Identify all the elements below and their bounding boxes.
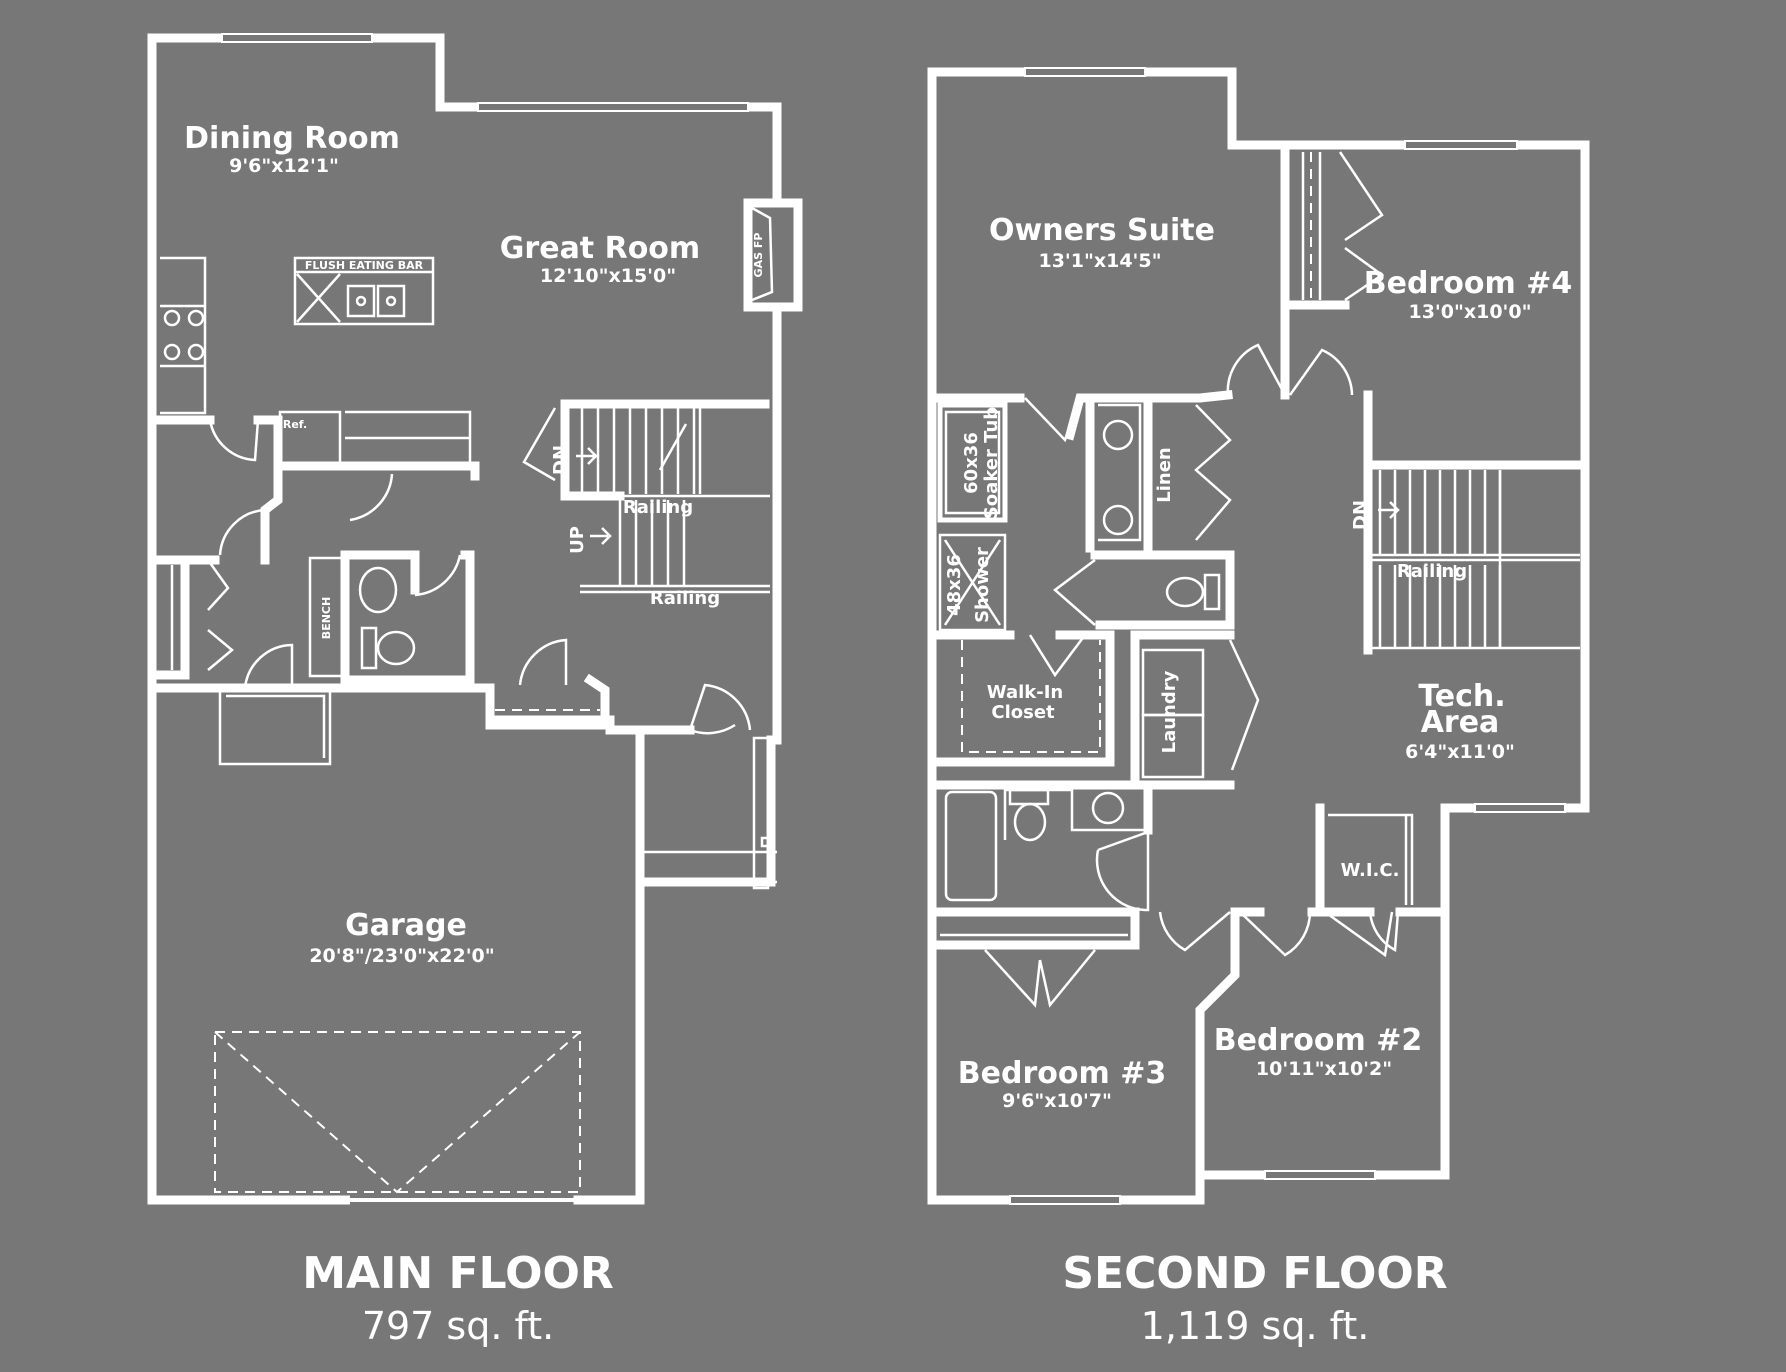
flush-eating-bar-label: FLUSH EATING BAR bbox=[305, 259, 424, 272]
second-floor-area: 1,119 sq. ft. bbox=[1140, 1304, 1370, 1348]
garage-door-outline bbox=[214, 1031, 581, 1193]
bedroom-3-window bbox=[1009, 1195, 1121, 1205]
main-floor-area: 797 sq. ft. bbox=[361, 1304, 555, 1348]
up-label: UP bbox=[567, 526, 588, 554]
tech-area-label-2: Area bbox=[1421, 705, 1500, 740]
second-stairs bbox=[1368, 470, 1580, 650]
railing-label-lower: Railing bbox=[650, 588, 720, 609]
bathtub bbox=[944, 790, 998, 902]
walk-in-closet-label-1: Walk-In bbox=[987, 682, 1063, 703]
bedroom-2-window bbox=[1264, 1170, 1376, 1180]
owners-suite-window bbox=[1024, 67, 1146, 77]
gas-fp-label: GAS FP bbox=[752, 233, 765, 278]
kitchen-island bbox=[293, 256, 435, 326]
walk-in-closet-label-2: Closet bbox=[991, 702, 1055, 723]
bedroom-4-label: Bedroom #4 bbox=[1364, 266, 1572, 301]
soaker-tub-size: 60x36 bbox=[961, 432, 982, 494]
main-floor-exterior-wall bbox=[147, 33, 782, 1205]
dryer bbox=[1141, 713, 1205, 779]
soaker-tub bbox=[937, 402, 1008, 523]
utility-unit bbox=[218, 686, 332, 766]
laundry-label: Laundry bbox=[1159, 670, 1180, 753]
dining-room-dims: 9'6"x12'1" bbox=[229, 155, 339, 177]
dn-arrow-icon bbox=[576, 447, 598, 465]
shower-label: Shower bbox=[972, 547, 993, 623]
main-floor-title: MAIN FLOOR bbox=[302, 1248, 614, 1299]
soaker-tub-label: Soaker Tub bbox=[981, 407, 1002, 519]
second-railing-label: Railing bbox=[1397, 561, 1467, 582]
up-arrow-icon bbox=[590, 527, 612, 545]
second-floor-plan: Linen 60x36 Soaker Tub 48x36 Shower Walk… bbox=[927, 67, 1590, 1205]
second-floor-title: SECOND FLOOR bbox=[1062, 1248, 1448, 1299]
tech-area-label-1: Tech. bbox=[1418, 679, 1505, 714]
garage-label: Garage bbox=[345, 908, 467, 943]
shower-size: 48x36 bbox=[944, 554, 965, 616]
second-dn-label: DN bbox=[1350, 500, 1371, 530]
shower bbox=[938, 533, 1007, 632]
second-dn-arrow-icon bbox=[1378, 501, 1400, 519]
dn-label: DN bbox=[550, 445, 571, 475]
main-floor-plan: GAS FP FLUSH EATING BAR Ref. BENCH bbox=[147, 33, 803, 1205]
garage-dims: 20'8"/23'0"x22'0" bbox=[309, 945, 494, 967]
bedroom-3-label: Bedroom #3 bbox=[958, 1056, 1166, 1091]
wic-label: W.I.C. bbox=[1341, 860, 1400, 881]
great-room-dims: 12'10"x15'0" bbox=[540, 265, 676, 287]
main-dining-window bbox=[221, 33, 373, 43]
tech-area-window bbox=[1474, 803, 1566, 813]
bench-label: BENCH bbox=[320, 597, 333, 639]
owners-suite-label: Owners Suite bbox=[989, 213, 1215, 248]
main-stairs bbox=[580, 408, 770, 594]
refrigerator bbox=[278, 410, 342, 466]
bedroom-3-dims: 9'6"x10'7" bbox=[1002, 1090, 1112, 1112]
tech-area-dims: 6'4"x11'0" bbox=[1405, 741, 1515, 763]
great-room-label: Great Room bbox=[500, 231, 700, 266]
linen-label: Linen bbox=[1154, 447, 1175, 502]
railing-label-upper: Railing bbox=[623, 497, 693, 518]
bedroom-2-dims: 10'11"x10'2" bbox=[1256, 1058, 1392, 1080]
bedroom-4-dims: 13'0"x10'0" bbox=[1408, 301, 1531, 323]
bedroom-4-window bbox=[1404, 140, 1518, 150]
owners-suite-dims: 13'1"x14'5" bbox=[1038, 250, 1161, 272]
main-great-room-window bbox=[477, 102, 749, 112]
bedroom-2-label: Bedroom #2 bbox=[1214, 1023, 1422, 1058]
ref-label: Ref. bbox=[283, 418, 307, 431]
dining-room-label: Dining Room bbox=[184, 121, 400, 156]
